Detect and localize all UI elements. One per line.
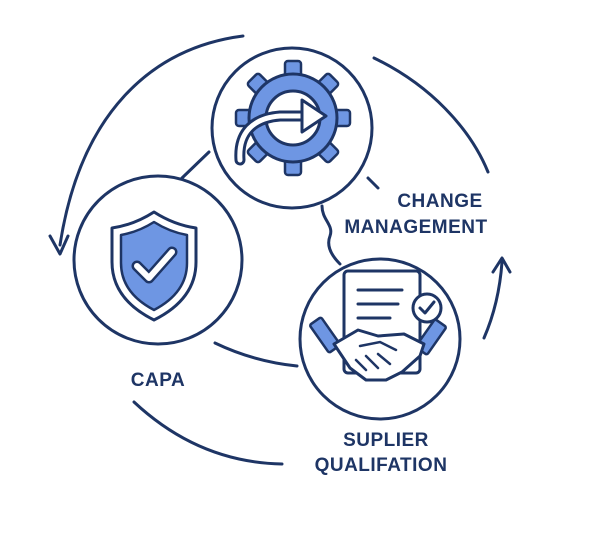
connector-change-supplier — [320, 204, 342, 266]
supplier-qualification-node — [298, 257, 462, 421]
capa-node — [72, 174, 244, 346]
gear-arrow-icon — [234, 59, 352, 177]
cycle-arrowheads — [48, 234, 512, 274]
arrowhead-left-down — [48, 234, 70, 256]
outer-cycle — [58, 34, 504, 466]
arrowhead-right-up — [491, 256, 512, 274]
cycle-arc-top-left — [58, 34, 245, 247]
cycle-arc-bottom — [132, 400, 284, 466]
shield-check-icon — [110, 210, 198, 322]
cycle-arc-top-right — [372, 56, 490, 174]
connector-change-label — [366, 176, 380, 190]
capa-label: CAPA — [131, 370, 185, 391]
change-management-node — [210, 46, 374, 210]
change-management-label-line1: CHANGE — [397, 191, 482, 212]
supplier-qualification-label-line1: SUPLIER — [343, 430, 429, 451]
connector-capa-supplier — [213, 341, 299, 368]
inner-connectors — [180, 150, 380, 368]
handshake-document-icon — [309, 269, 447, 382]
supplier-qualification-label-line2: QUALIFATION — [315, 455, 448, 476]
connector-change-capa — [180, 150, 211, 180]
cycle-arc-right — [482, 260, 504, 340]
change-management-label-line2: MANAGEMENT — [344, 217, 487, 238]
